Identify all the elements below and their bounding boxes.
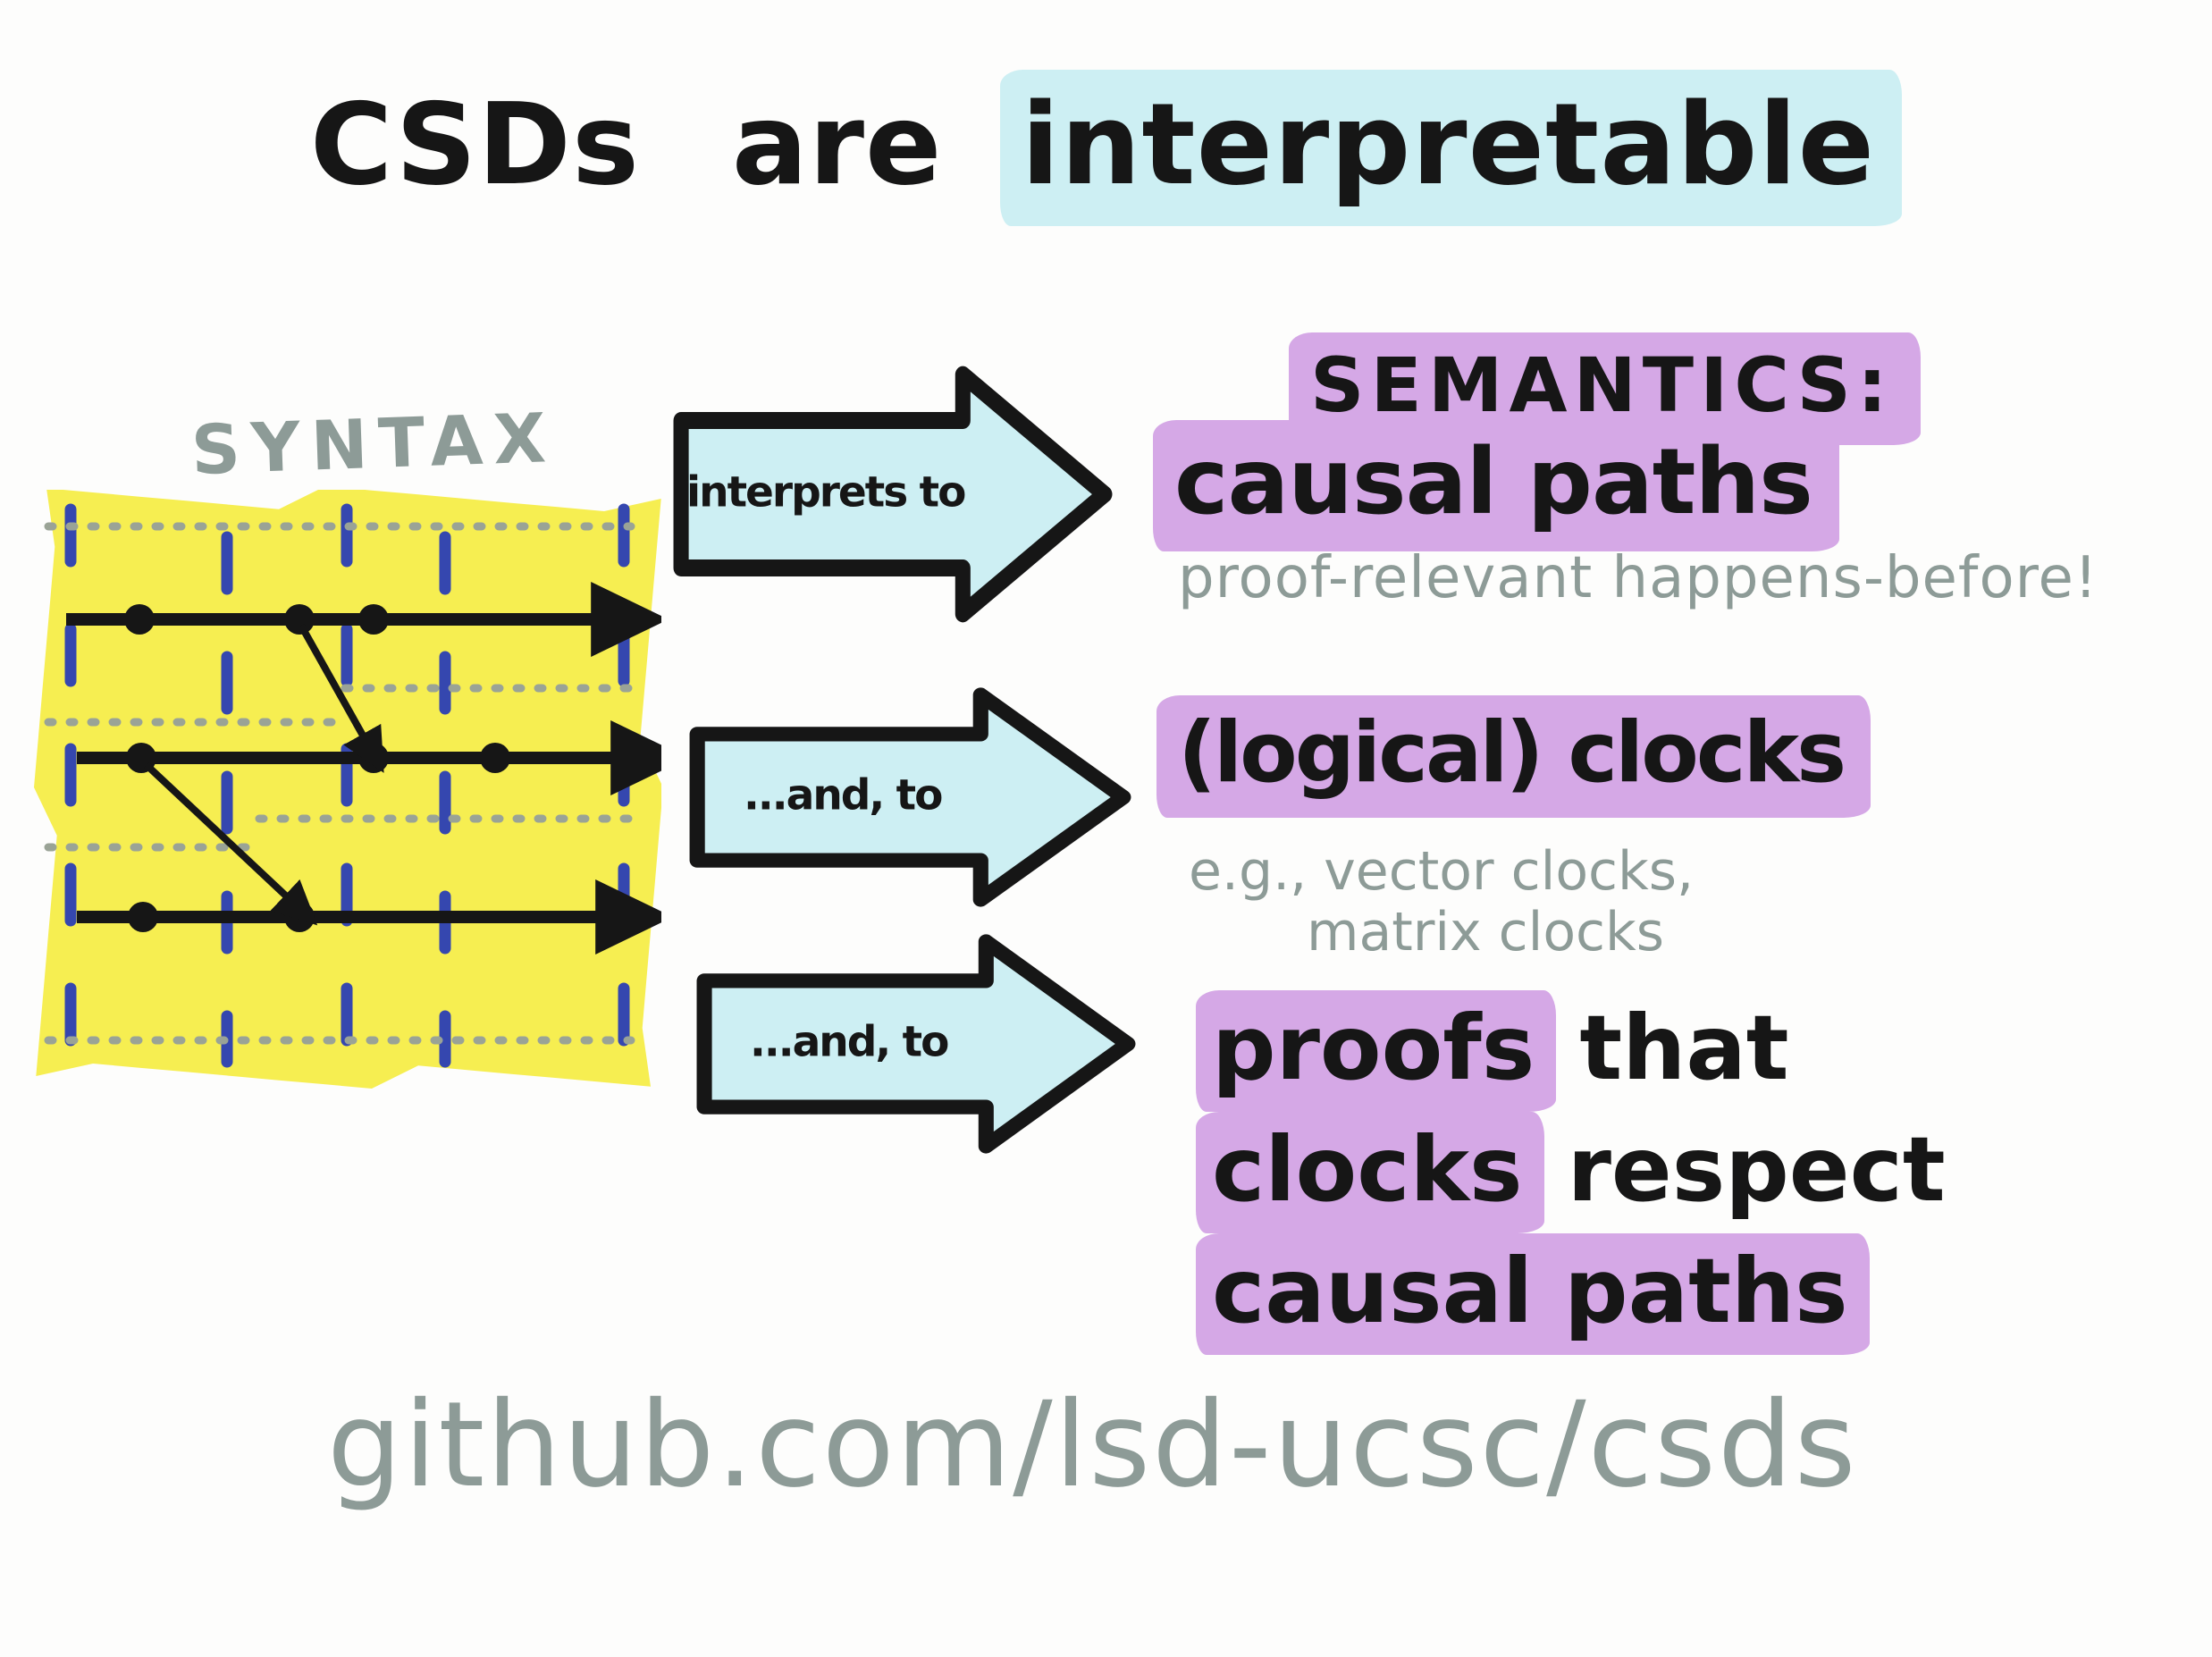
space-time-diagram	[34, 490, 661, 1089]
logical-clocks-text: (logical) clocks	[1156, 695, 1871, 818]
block-arrow-icon	[689, 687, 1131, 907]
proofs-statement-line3: causal paths	[1196, 1233, 1946, 1355]
title-lead-text: CSDs are	[309, 79, 943, 210]
event-dot	[128, 902, 158, 932]
and-to-arrow-2-label: ...and, to	[750, 1017, 949, 1067]
event-dot	[284, 604, 315, 635]
event-dot	[124, 604, 155, 635]
proofs-highlight: proofs	[1196, 990, 1557, 1112]
and-to-arrow-1: ...and, to	[685, 686, 1136, 908]
block-arrow-icon	[696, 934, 1136, 1154]
interprets-to-arrow-label: interprets to	[686, 467, 966, 517]
and-to-arrow-1-label: ...and, to	[744, 770, 943, 820]
block-arrow-icon	[673, 366, 1113, 623]
and-to-arrow-2: ...and, to	[692, 933, 1140, 1155]
logical-clocks-highlight: (logical) clocks	[1156, 695, 1871, 818]
matrix-clocks-note: matrix clocks	[1307, 901, 1665, 963]
event-dot	[480, 743, 510, 773]
event-dot	[358, 743, 389, 773]
causal-paths-highlight-2: causal paths	[1196, 1233, 1870, 1355]
title-highlighted-word: interpretable	[999, 70, 1903, 226]
causal-paths-highlight: causal paths	[1153, 420, 1839, 551]
clocks-highlight: clocks	[1196, 1112, 1544, 1233]
happens-before-note: proof-relevant happens-before!	[1178, 545, 2098, 611]
syntax-label: SYNTAX	[189, 397, 559, 491]
page-title: CSDs are interpretable	[0, 70, 2212, 226]
github-url: github.com/lsd-ucsc/csds	[327, 1376, 1858, 1514]
event-dot	[358, 604, 389, 635]
vector-clocks-note: e.g., vector clocks,	[1189, 840, 1695, 903]
proofs-line2-rest: respect	[1567, 1117, 1946, 1222]
interprets-to-arrow: interprets to	[669, 365, 1117, 624]
causal-paths-text: causal paths	[1153, 420, 1839, 551]
event-dot	[284, 902, 315, 932]
proofs-line1-rest: that	[1579, 996, 1789, 1100]
message-arrow	[298, 624, 384, 773]
message-arrow	[144, 762, 318, 926]
